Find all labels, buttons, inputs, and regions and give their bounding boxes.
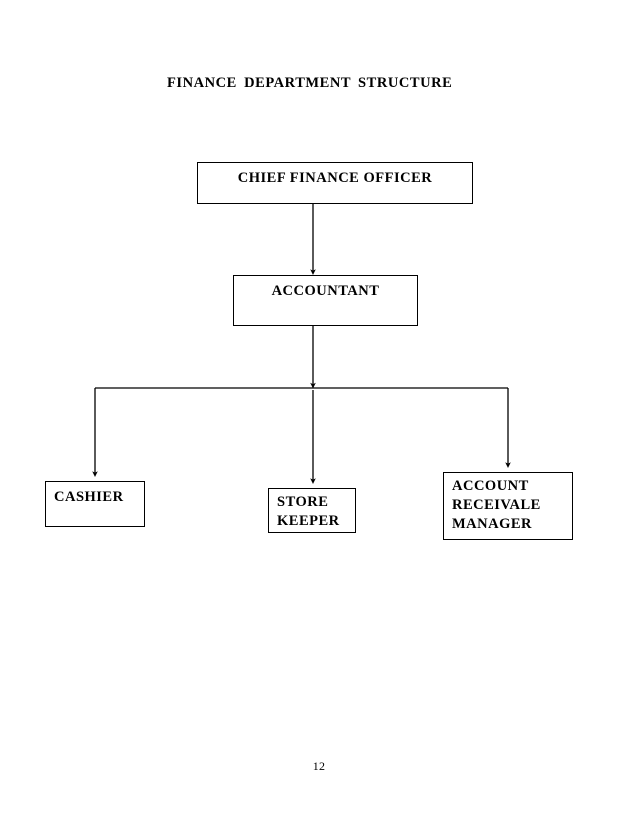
org-node-chief-finance-officer: CHIEF FINANCE OFFICER (197, 162, 473, 204)
org-node-cashier: CASHIER (45, 481, 145, 527)
page-title: FINANCE DEPARTMENT STRUCTURE (167, 75, 453, 91)
org-node-account-receivale-manager: ACCOUNT RECEIVALE MANAGER (443, 472, 573, 540)
org-node-label: CASHIER (54, 489, 124, 505)
org-node-label: CHIEF FINANCE OFFICER (237, 170, 433, 186)
org-node-accountant: ACCOUNTANT (233, 275, 418, 326)
org-node-store-keeper: STORE KEEPER (268, 488, 356, 533)
org-node-label: STORE KEEPER (277, 494, 340, 529)
org-node-label: ACCOUNT RECEIVALE MANAGER (452, 478, 541, 532)
org-node-label: ACCOUNTANT (271, 283, 380, 299)
page-number: 12 (312, 759, 326, 773)
